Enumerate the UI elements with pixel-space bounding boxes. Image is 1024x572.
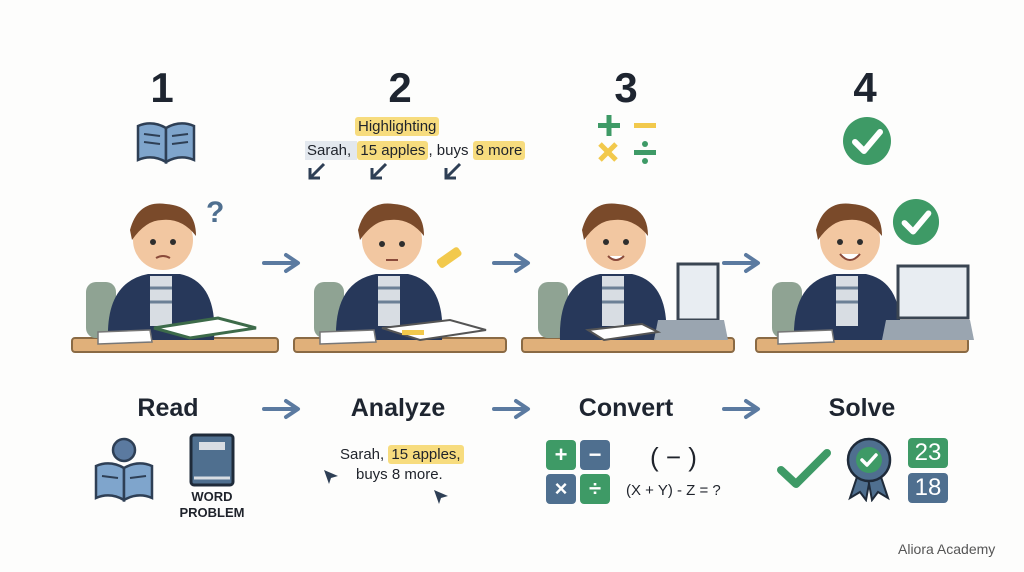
step-4-label: Solve: [828, 394, 896, 422]
arrow-right-icon: [262, 253, 300, 273]
boy-converting-illustration: [521, 203, 735, 353]
arrow-right-icon: [492, 399, 530, 419]
highlighted-sentence-top: Sarah, 15 apples, buys 8 more: [305, 141, 526, 160]
check-circle-icon: [843, 117, 891, 165]
parentheses-expression: ( − ): [650, 442, 697, 472]
step-2-number: 2: [388, 64, 412, 111]
number-tile-top: 23: [908, 438, 948, 468]
highlighted-sentence-bottom-line2: buys 8 more.: [356, 466, 443, 483]
award-badge-icon: [846, 437, 892, 502]
boy-solving-illustration: [755, 203, 974, 353]
brand-watermark: Aliora Academy: [898, 541, 996, 557]
arrow-right-icon: [262, 399, 300, 419]
math-formula: (X + Y) - Z = ?: [626, 482, 721, 499]
word-problem-label: WORD PROBLEM: [179, 489, 245, 520]
check-circle-small-icon: [892, 198, 940, 246]
boy-reading-illustration: [71, 203, 279, 353]
minus-tile-icon: −: [580, 440, 610, 470]
cursor-arrows-icon: [308, 162, 462, 180]
open-book-icon: [136, 122, 196, 165]
plus-tile-icon: +: [546, 440, 576, 470]
step-2-label: Analyze: [350, 394, 446, 422]
word-problem-book-icon: [189, 433, 235, 487]
step-3-number: 3: [614, 64, 638, 111]
person-reading-icon: [94, 437, 154, 503]
boy-analyzing-illustration: [293, 203, 507, 353]
checkmark-icon: [777, 449, 831, 488]
step-3-label: Convert: [578, 394, 674, 422]
multiply-tile-icon: ×: [546, 474, 576, 504]
divide-tile-icon: ÷: [580, 474, 610, 504]
arrow-right-icon: [722, 399, 760, 419]
cursor-icon: [434, 490, 448, 504]
step-1-number: 1: [150, 64, 174, 111]
arrow-right-icon: [492, 253, 530, 273]
step-1-label: Read: [137, 394, 199, 422]
arrow-right-icon: [722, 253, 760, 273]
highlighted-sentence-bottom: Sarah, 15 apples,: [340, 445, 464, 464]
number-tile-bottom: 18: [908, 473, 948, 503]
question-mark-icon: ?: [206, 196, 225, 229]
highlighting-title: Highlighting: [355, 117, 440, 136]
math-operators-icon: [598, 115, 656, 164]
cursor-icon: [324, 470, 338, 484]
step-4-number: 4: [853, 64, 877, 111]
